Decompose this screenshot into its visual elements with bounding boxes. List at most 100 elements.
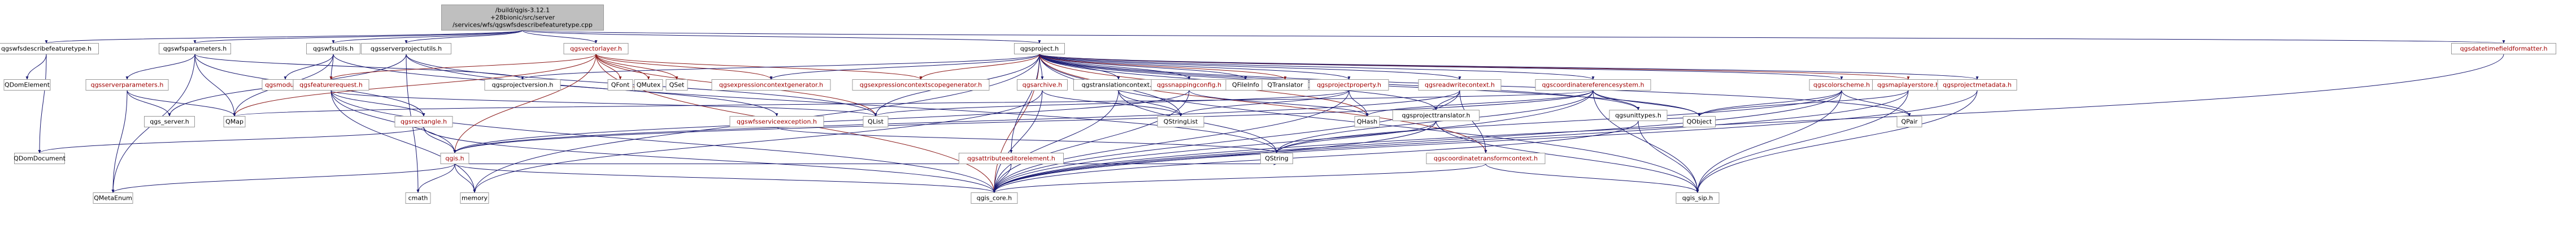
edge-project-to-readwritectx <box>1039 54 1461 80</box>
node-box <box>634 79 663 91</box>
node-label: QMetaEnum <box>94 195 132 202</box>
edge <box>993 121 1437 194</box>
node-box <box>484 79 561 91</box>
node-box <box>1683 116 1716 127</box>
edge-root-to-serverprojutils <box>404 30 523 44</box>
edge-translationctx-to-qstringlist <box>1118 90 1182 117</box>
edge-serverparams-to-qgsserver <box>127 90 171 117</box>
edge <box>1592 90 1701 117</box>
edge <box>776 127 1278 154</box>
edge <box>1592 90 1699 194</box>
node-exprctxgen[interactable]: qgsexpressioncontextgenerator.h <box>711 79 831 91</box>
node-exprctxscopegen[interactable]: qgsexpressioncontextscopegenerator.h <box>852 79 990 91</box>
edge <box>1118 90 1182 117</box>
node-archive[interactable]: qgsarchive.h <box>1017 79 1068 91</box>
edge <box>453 90 1594 154</box>
node-readwritectx[interactable]: qgsreadwritecontext.h <box>1418 79 1502 91</box>
edge <box>874 90 1350 117</box>
edge <box>1638 121 1699 194</box>
edge-vectorlayer-to-qfont <box>595 54 622 80</box>
edge <box>1348 90 1369 117</box>
node-colorscheme[interactable]: qgscolorscheme.h <box>1809 79 1874 91</box>
edge <box>521 54 1040 80</box>
edge <box>993 90 1909 194</box>
edge-serverparams-to-qmetaenum <box>111 90 128 194</box>
edge <box>454 164 476 194</box>
edge-qgis-to-memory <box>454 164 476 194</box>
edge-project-to-projmetadata <box>1039 54 1978 80</box>
node-attreditor[interactable]: qgsattributeeditorelement.h <box>959 153 1064 164</box>
edge <box>1434 90 1460 111</box>
node-serverparams[interactable]: qgsserverparameters.h <box>85 79 169 91</box>
edge <box>1039 54 1461 80</box>
node-projproperty[interactable]: qgsprojectproperty.h <box>1309 79 1389 91</box>
edge-vectorlayer-to-qgis <box>453 54 597 154</box>
node-qdomelement: QDomElement <box>3 79 51 91</box>
edge <box>993 54 2504 194</box>
node-vectorlayer[interactable]: qgsvectorlayer.h <box>563 43 629 54</box>
node-root: /build/qgis-3.12.1+28bionic/src/server/s… <box>441 5 604 31</box>
edge <box>595 54 622 80</box>
node-box <box>1937 79 2017 91</box>
node-label: memory <box>462 195 488 202</box>
edge <box>330 90 476 194</box>
node-box <box>0 43 99 54</box>
node-label: qgssnappingconfig.h <box>1157 81 1221 89</box>
node-label: qgsexpressioncontextgenerator.h <box>719 81 823 89</box>
node-snapconfig[interactable]: qgssnappingconfig.h <box>1151 79 1228 91</box>
edge <box>1039 54 1910 80</box>
edge-root-to-wfsdesc_h <box>45 30 523 44</box>
node-projmetadata[interactable]: qgsprojectmetadata.h <box>1937 79 2017 91</box>
edge <box>25 54 47 80</box>
edge-svcexception-to-qstring <box>776 127 1278 154</box>
node-label: qgsvectorlayer.h <box>570 45 622 53</box>
edge-readwritectx-to-qgscore <box>993 90 1460 194</box>
edge-qgis-to-qmetaenum <box>111 164 455 194</box>
node-box <box>223 116 246 127</box>
edge-projproperty-to-qlist <box>874 90 1350 117</box>
node-box <box>1896 116 1922 127</box>
edge-projproperty-to-qgscore <box>993 90 1350 194</box>
edge <box>769 54 1040 80</box>
node-crs[interactable]: qgscoordinatereferencesystem.h <box>1535 79 1651 91</box>
edge-crs-to-unittypes <box>1592 90 1640 111</box>
node-featurereq[interactable]: qgsfeaturerequest.h <box>293 79 369 91</box>
edge-colorscheme-to-qgissip <box>1696 90 1842 194</box>
edge-unittypes-to-qgissip <box>1638 121 1699 194</box>
node-project: qgsproject.h <box>1014 43 1065 54</box>
edge <box>993 164 1486 194</box>
edge <box>1696 90 1978 194</box>
node-svcexception[interactable]: qgswfsserviceexception.h <box>729 116 824 127</box>
edge <box>45 30 523 44</box>
node-label: qgsprojectproperty.h <box>1317 81 1381 89</box>
node-maplayerstore[interactable]: qgsmaplayerstore.h <box>1872 79 1944 91</box>
node-datetimefmt[interactable]: qgsdatetimefieldformatter.h <box>2451 43 2556 54</box>
node-box <box>85 79 169 91</box>
node-box <box>1017 79 1068 91</box>
node-rectangle[interactable]: qgsrectangle.h <box>394 116 453 127</box>
node-label: QDomElement <box>5 81 50 89</box>
edge-crs-to-qobject <box>1592 90 1701 117</box>
edge-wfsparams_h-to-qmap <box>194 54 236 117</box>
edge-projtranslator-to-qgissip <box>1435 121 1699 194</box>
edge-serverprojutils-to-qstring <box>406 54 1278 154</box>
node-qgscore: qgis_core.h <box>971 192 1018 204</box>
edge-wfsparams_h-to-serverparams <box>125 54 195 80</box>
node-coordtransctx[interactable]: qgscoordinatetransformcontext.h <box>1426 153 1546 164</box>
node-qpair: QPair <box>1896 116 1922 127</box>
edge-root-to-datetimefmt <box>522 30 2504 44</box>
edge <box>919 54 1040 80</box>
edge-projtranslator-to-qgscore <box>993 121 1437 194</box>
edge <box>416 164 455 194</box>
edge-vectorlayer-to-featurereq <box>329 54 597 80</box>
edge <box>1039 54 1595 80</box>
node-qgis[interactable]: qgis.h <box>440 153 469 164</box>
node-box <box>959 153 1064 164</box>
edge <box>1696 90 1842 194</box>
edge-unittypes-to-qgscore <box>993 121 1639 194</box>
node-box <box>405 192 431 204</box>
node-box <box>863 116 889 127</box>
edge <box>111 164 455 194</box>
node-label: QHash <box>1357 118 1377 126</box>
node-label: qgswfsserviceexception.h <box>737 118 817 126</box>
